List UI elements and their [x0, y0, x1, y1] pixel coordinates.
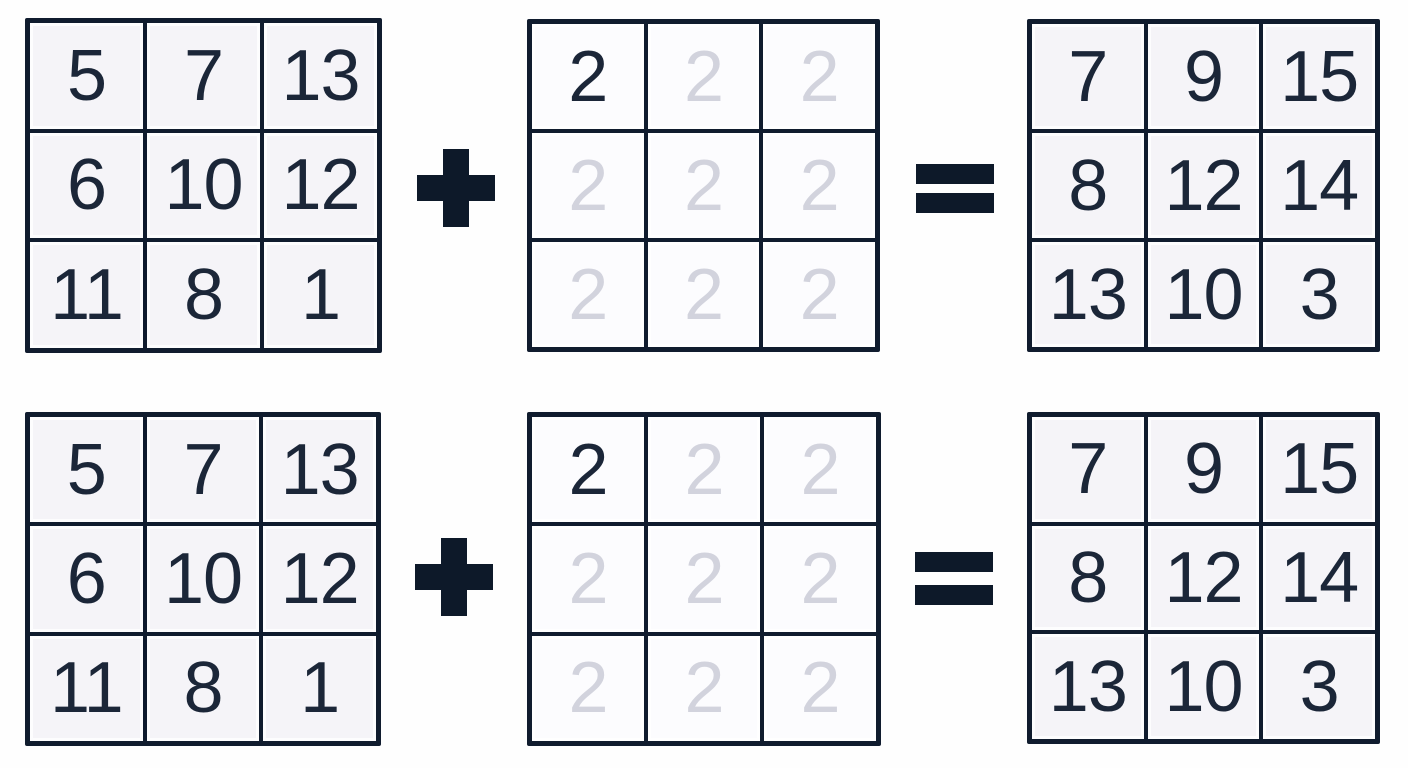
matrix-cell: 11 — [30, 242, 143, 348]
matrix-cell: 7 — [147, 23, 260, 129]
matrix-cell: 14 — [1263, 133, 1375, 238]
matrix-cell: 2 — [764, 417, 876, 523]
matrix-cell: 2 — [647, 242, 760, 347]
matrix-cell: 2 — [764, 526, 876, 632]
plus-icon — [417, 149, 495, 227]
matrix-cell: 9 — [1147, 417, 1260, 522]
matrix-cell: 8 — [147, 242, 260, 348]
matrix-cell: 2 — [647, 133, 760, 238]
matrix-cell: 12 — [1147, 525, 1260, 631]
matrix-cell: 13 — [264, 23, 377, 129]
matrix-cell: 10 — [1147, 634, 1260, 739]
matrix-cell: 2 — [647, 24, 760, 129]
matrix-cell: 8 — [1032, 133, 1144, 238]
plus-icon — [415, 538, 493, 616]
matrix-cell: 2 — [532, 242, 644, 347]
equals-icon — [916, 164, 994, 213]
matrix-cell: 2 — [532, 526, 644, 632]
matrix-cell: 13 — [263, 417, 376, 523]
matrix-cell: 2 — [532, 24, 644, 129]
matrix-cell: 2 — [763, 133, 875, 238]
matrix-cell: 8 — [146, 635, 260, 741]
matrix-cell: 3 — [1263, 242, 1375, 347]
matrix-cell: 10 — [146, 526, 260, 632]
matrix-cell: 3 — [1263, 634, 1375, 739]
matrix-cell: 1 — [263, 635, 376, 741]
matrix-cell: 2 — [532, 133, 644, 238]
matrix-cell: 10 — [147, 132, 260, 239]
equals-icon — [915, 552, 993, 605]
matrix-cell: 2 — [648, 635, 760, 741]
matrix-cell: 6 — [30, 526, 143, 632]
matrix-cell: 12 — [1147, 133, 1260, 238]
matrix-cell: 2 — [532, 635, 644, 741]
matrix-cell: 2 — [763, 242, 875, 347]
matrix-cell: 1 — [264, 242, 377, 348]
matrix-cell: 6 — [30, 132, 143, 239]
matrix-cell: 11 — [30, 635, 143, 741]
matrix-cell: 7 — [146, 417, 260, 523]
matrix-cell: 12 — [263, 526, 376, 632]
matrix-cell: 13 — [1032, 634, 1144, 739]
matrix-cell: 8 — [1032, 525, 1144, 631]
matrix-cell: 5 — [30, 417, 143, 523]
matrix-cell: 9 — [1147, 24, 1260, 129]
matrix-cell: 12 — [264, 132, 377, 239]
matrix-cell: 2 — [648, 417, 760, 523]
matrix-cell: 2 — [763, 24, 875, 129]
matrix-cell: 5 — [30, 23, 143, 129]
matrix-cell: 7 — [1032, 24, 1144, 129]
matrix-cell: 2 — [648, 526, 760, 632]
matrix-cell: 14 — [1263, 525, 1375, 631]
matrix-cell: 15 — [1263, 24, 1375, 129]
matrix-cell: 7 — [1032, 417, 1144, 522]
matrix-cell: 15 — [1263, 417, 1375, 522]
matrix-cell: 2 — [532, 417, 644, 523]
matrix-cell: 2 — [764, 635, 876, 741]
matrix-cell: 10 — [1147, 242, 1260, 347]
matrix-cell: 13 — [1032, 242, 1144, 347]
